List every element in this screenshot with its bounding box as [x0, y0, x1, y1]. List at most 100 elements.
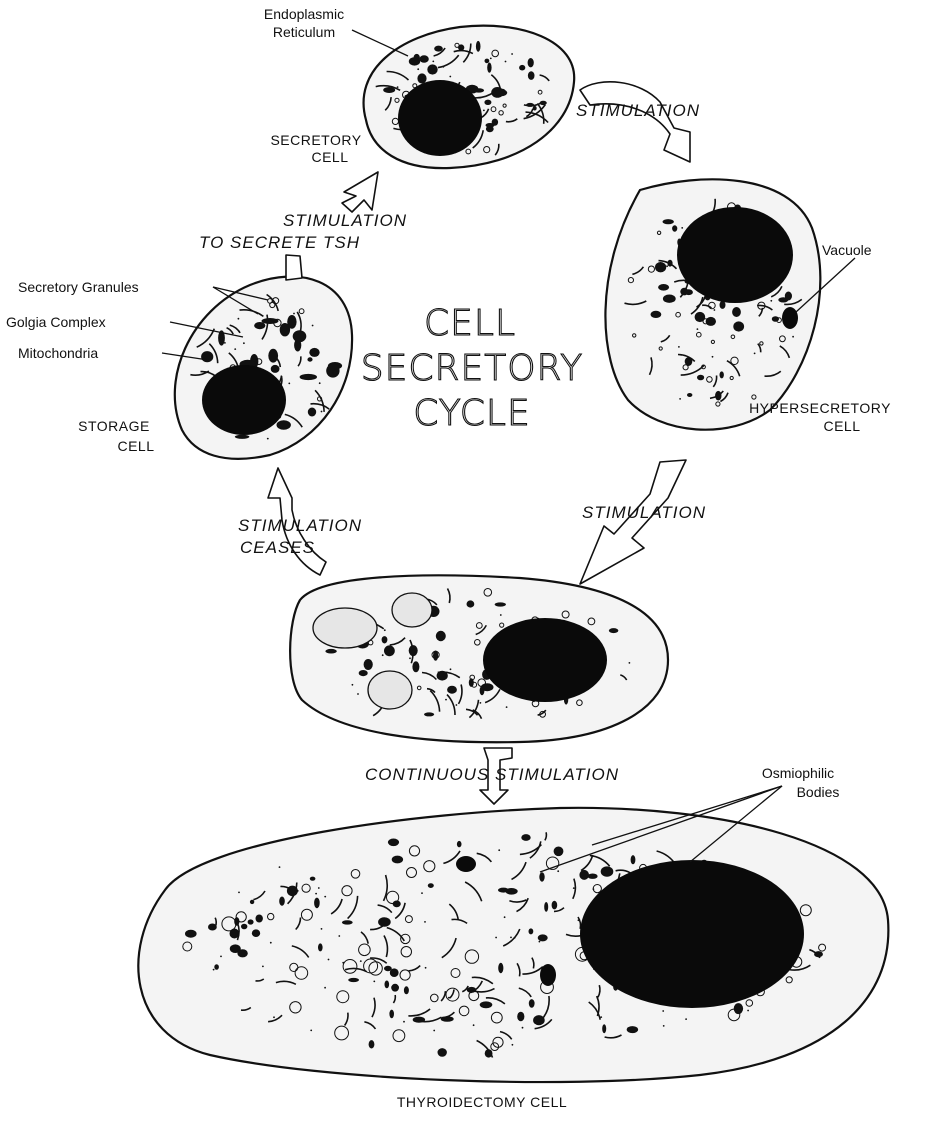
organelle-mark [785, 292, 792, 301]
organelle-mark [579, 870, 589, 880]
organelle-mark [714, 309, 716, 311]
curved-arrow-shape [580, 82, 690, 162]
organelle-mark [300, 374, 317, 380]
organelle-mark [492, 119, 498, 126]
organelle-mark [391, 984, 399, 992]
organelle-mark [483, 110, 485, 112]
organelle-mark [436, 631, 446, 641]
title-line-2: SECRETORY [361, 348, 584, 389]
organelle-mark [681, 227, 683, 229]
organelle-mark [747, 1010, 749, 1012]
organelle-mark [600, 1016, 602, 1018]
arrow-shape-lower [286, 255, 302, 280]
organelle-mark [403, 1021, 405, 1023]
organelle-mark [417, 73, 426, 83]
organelle-mark [256, 915, 263, 923]
organelle-mark [277, 420, 291, 429]
arrow-secretory-to-hypersecretory: STIMULATION [576, 82, 700, 162]
organelle-mark [663, 219, 674, 224]
title-line-1: CELL [424, 303, 516, 344]
organelle-mark [473, 1024, 475, 1026]
hypersecretory-cell: Vacuole HYPERSECRETORY CELL [605, 179, 891, 434]
thyroidectomy-cell-caption: THYROIDECTOMY CELL [397, 1094, 567, 1110]
organelle-mark [772, 316, 779, 322]
stimulation-tsh-label-line-1: STIMULATION [283, 211, 407, 230]
organelle-mark [287, 315, 296, 329]
organelle-mark [279, 866, 281, 868]
organelle-mark [252, 929, 260, 937]
organelle-mark [389, 1010, 394, 1019]
organelle-mark [557, 870, 559, 872]
organelle-mark [467, 600, 475, 607]
organelle-mark [485, 59, 490, 64]
organelle-mark [248, 919, 254, 924]
organelle-mark [697, 328, 699, 330]
organelle-mark [268, 349, 278, 363]
organelle-mark [712, 356, 714, 358]
organelle-mark [309, 348, 319, 357]
osmiophilic-bodies-label-line-1: Osmiophilic [762, 765, 834, 781]
organelle-mark [314, 898, 320, 909]
organelle-mark [412, 661, 419, 672]
organelle-mark [243, 342, 245, 344]
organelle-mark [342, 920, 353, 924]
organelle-mark [328, 959, 330, 961]
organelle-mark [409, 645, 418, 656]
organelle-mark [414, 54, 420, 61]
organelle-mark [666, 265, 668, 267]
organelle-mark [319, 382, 321, 384]
organelle-mark [697, 375, 704, 381]
organelle-mark [511, 53, 513, 55]
organelle-mark [449, 76, 451, 78]
storage-cell-nucleus [202, 365, 286, 435]
organelle-mark [312, 325, 314, 327]
organelle-mark [238, 318, 240, 320]
storage-cell-membrane [175, 277, 352, 459]
organelle-mark [495, 602, 506, 606]
organelle-mark [667, 260, 672, 267]
storage-cell: Secretory Granules Golgia Complex Mitoch… [6, 277, 352, 459]
organelle-mark [529, 928, 534, 934]
organelle-mark [384, 645, 395, 656]
organelle-mark [651, 311, 662, 318]
organelle-mark [506, 706, 508, 708]
organelle-mark [754, 353, 756, 355]
organelle-mark [433, 1030, 435, 1032]
organelle-mark [480, 702, 482, 704]
title-line-3: CYCLE [413, 393, 530, 434]
organelle-mark [720, 371, 724, 378]
organelle-mark [734, 1003, 743, 1014]
organelle-mark [521, 834, 530, 841]
secretory-granules-label: Secretory Granules [18, 279, 139, 295]
organelle-mark [814, 951, 823, 957]
organelle-mark [382, 654, 384, 656]
organelle-mark [254, 322, 265, 329]
organelle-mark [359, 670, 368, 676]
organelle-mark [480, 1001, 493, 1008]
long-arrow-shape [580, 460, 686, 584]
organelle-mark [512, 1044, 514, 1046]
organelle-mark [318, 943, 323, 951]
organelle-mark [324, 896, 326, 898]
organelle-mark [514, 937, 516, 939]
organelle-mark [397, 86, 399, 88]
organelle-mark [663, 295, 676, 303]
organelle-mark [680, 354, 682, 356]
organelle-mark [434, 46, 443, 52]
organelle-mark [378, 917, 391, 927]
organelle-mark [528, 71, 535, 80]
organelle-mark [201, 351, 213, 362]
arrow-shape-upper [342, 172, 378, 212]
organelle-mark [685, 1018, 687, 1020]
organelle-mark [631, 855, 636, 864]
organelle-mark [237, 949, 247, 957]
organelle-mark [573, 887, 575, 889]
secretory-cell-caption: SECRETORY CELL [270, 132, 361, 165]
intermediate-cell-stippled-vacuole-2 [392, 593, 432, 627]
stimulation-label-2: STIMULATION [582, 503, 706, 522]
organelle-mark [679, 398, 681, 400]
organelle-mark [235, 435, 250, 439]
arrow-intermediate-to-storage: STIMULATION CEASES [238, 468, 362, 575]
organelle-mark [390, 968, 399, 977]
golgia-complex-label: Golgia Complex [6, 314, 106, 330]
